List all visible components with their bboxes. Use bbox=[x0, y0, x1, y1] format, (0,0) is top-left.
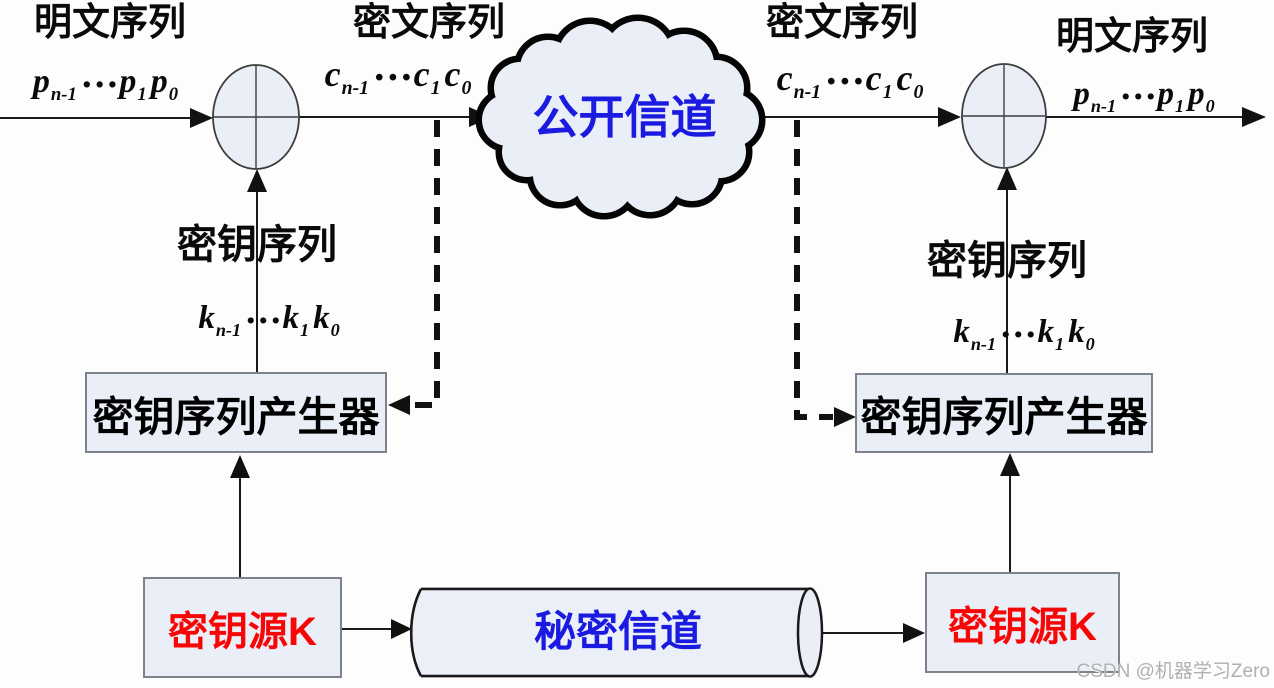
secret-channel-label: 秘密信道 bbox=[533, 608, 702, 655]
ciphertext-label-left: 密文序列 bbox=[352, 2, 505, 44]
k-sub-0: 0 bbox=[1085, 333, 1095, 354]
ellipsis: ... bbox=[80, 55, 120, 96]
c-base: c bbox=[865, 58, 882, 98]
k-sub-1: 1 bbox=[1055, 333, 1065, 354]
p-sub-n1: n-1 bbox=[1090, 95, 1117, 116]
key-generator-box-right: 密钥序列产生器 bbox=[855, 373, 1153, 453]
keystream-arrowhead-left bbox=[247, 169, 267, 192]
c-base: c bbox=[444, 54, 461, 94]
ellipsis: ... bbox=[373, 47, 414, 90]
c-sub-0: 0 bbox=[913, 81, 924, 104]
watermark-text: CSDN @机器学习Zero bbox=[1076, 661, 1270, 682]
dashed-arrowhead-right bbox=[834, 407, 856, 427]
p-base: p bbox=[150, 63, 168, 100]
p-sub-1: 1 bbox=[1175, 95, 1185, 116]
c-sub-n1: n-1 bbox=[341, 77, 370, 100]
p-base: p bbox=[119, 63, 137, 100]
c-sub-1: 1 bbox=[430, 77, 441, 100]
c-base: c bbox=[896, 58, 913, 98]
c-sub-1: 1 bbox=[882, 81, 893, 104]
pipe-cylinder-cap bbox=[796, 587, 824, 678]
arrowhead-into-xor-right bbox=[938, 107, 961, 127]
k-sub-n1: n-1 bbox=[215, 319, 242, 340]
xor-circle-right-icon bbox=[961, 63, 1047, 169]
k-base: k bbox=[1037, 314, 1055, 350]
p-base: p bbox=[32, 63, 50, 100]
xor-circle-left-icon bbox=[212, 64, 300, 170]
k-sub-0: 0 bbox=[330, 319, 340, 340]
p-sub-n1: n-1 bbox=[50, 83, 77, 105]
k-sub-n1: n-1 bbox=[970, 333, 997, 354]
key-sequence-label-right: 密钥序列 bbox=[927, 238, 1087, 283]
key-sequence-label-left: 密钥序列 bbox=[177, 222, 337, 267]
c-base: c bbox=[776, 58, 793, 98]
p-sub-0: 0 bbox=[1205, 95, 1215, 116]
pipe-cylinder-outline bbox=[410, 587, 810, 678]
key-source-box-left: 密钥源K bbox=[143, 577, 342, 678]
c-base: c bbox=[324, 54, 341, 94]
arrowhead-output bbox=[1242, 107, 1266, 127]
k-sub-1: 1 bbox=[300, 319, 310, 340]
key-generator-box-left: 密钥序列产生器 bbox=[85, 372, 387, 453]
keystream-arrowhead-right bbox=[997, 167, 1017, 190]
keysource-up-arrowhead-right bbox=[1000, 453, 1020, 476]
dashed-arrowhead-left bbox=[388, 395, 410, 415]
ellipsis: ... bbox=[1000, 305, 1038, 345]
key-source-box-right: 密钥源K bbox=[925, 572, 1120, 673]
p-base: p bbox=[1188, 76, 1205, 112]
k-base: k bbox=[313, 300, 330, 336]
ellipsis: ... bbox=[825, 51, 866, 94]
public-channel-label: 公开信道 bbox=[532, 91, 717, 143]
arrowhead-into-keysource-right bbox=[903, 623, 925, 643]
c-sub-0: 0 bbox=[461, 77, 472, 100]
p-base: p bbox=[1073, 76, 1090, 112]
k-base: k bbox=[1068, 314, 1085, 350]
dashed-feedback-left bbox=[411, 120, 440, 408]
p-sub-0: 0 bbox=[168, 83, 179, 105]
dashed-feedback-right bbox=[794, 120, 833, 420]
ellipsis: ... bbox=[245, 291, 283, 331]
k-base: k bbox=[282, 300, 300, 336]
plaintext-label-right: 明文序列 bbox=[1055, 16, 1208, 58]
pipe-cylinder-body-fill bbox=[411, 589, 810, 676]
p-sub-1: 1 bbox=[137, 83, 147, 105]
k-base: k bbox=[198, 300, 215, 336]
c-base: c bbox=[413, 54, 430, 94]
arrowhead-into-channel bbox=[391, 619, 412, 639]
ellipsis: ... bbox=[1120, 67, 1158, 107]
k-base: k bbox=[953, 314, 970, 350]
p-base: p bbox=[1157, 76, 1175, 112]
keysource-up-arrowhead-left bbox=[230, 455, 250, 478]
c-sub-n1: n-1 bbox=[793, 81, 822, 104]
cloud-shape-fill bbox=[482, 21, 759, 213]
ciphertext-label-right: 密文序列 bbox=[765, 2, 918, 44]
arrowhead-into-xor-left bbox=[190, 108, 213, 128]
plaintext-label-left: 明文序列 bbox=[33, 2, 186, 44]
